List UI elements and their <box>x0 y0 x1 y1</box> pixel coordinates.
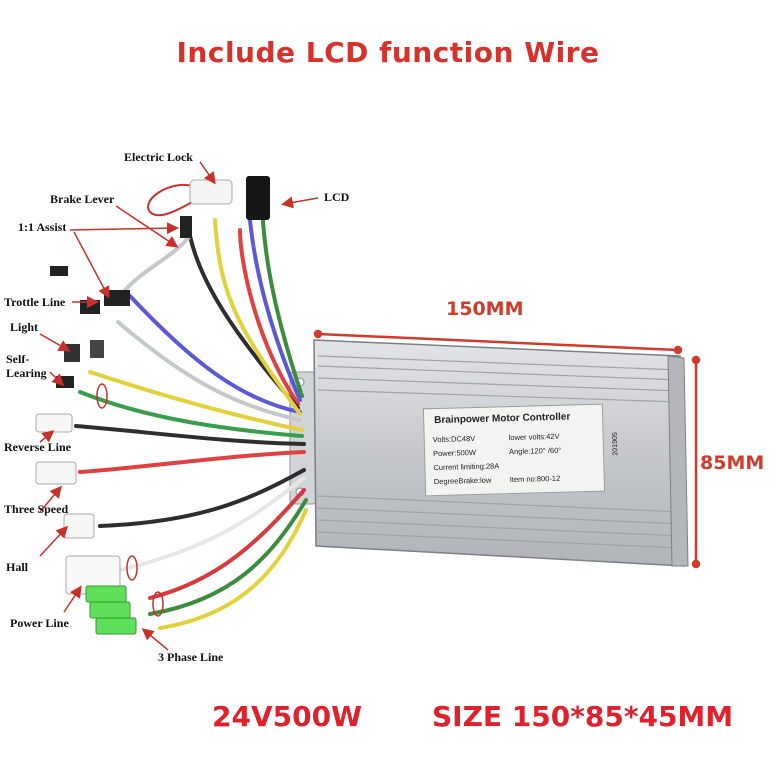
label-phase-line: 3 Phase Line <box>158 650 224 664</box>
light-connector <box>64 344 80 362</box>
electric-lock-loop <box>147 183 197 217</box>
plate-item: Item no:800-12 <box>509 473 561 485</box>
plate-title: Brainpower Motor Controller <box>434 411 571 427</box>
plate-code: 201905 <box>611 432 619 456</box>
plate-volts: Volts:DC48V <box>432 434 476 445</box>
label-three-speed: Three Speed <box>4 502 69 516</box>
footer-size: SIZE 150*85*45MM <box>432 700 734 733</box>
width-dimension-label: 150MM <box>446 298 524 320</box>
phase-connector-1 <box>85 585 127 603</box>
plate-lower-volts: lower volts:42V <box>508 431 560 443</box>
wire-bundle <box>74 188 308 630</box>
reverse-connector <box>35 413 73 433</box>
page-title: Include LCD function Wire <box>176 36 600 69</box>
brake-connector <box>104 290 130 306</box>
width-dimension-line <box>313 329 683 355</box>
label-reverse-line: Reverse Line <box>4 440 71 454</box>
three-speed-connector <box>35 461 77 485</box>
plate-angle: Angle:120° /60° <box>508 445 562 457</box>
lock-connector <box>189 179 233 205</box>
label-throttle-line: Trottle Line <box>4 295 66 309</box>
label-self-learning: Self-Learing <box>6 352 47 380</box>
label-assist: 1:1 Assist <box>18 220 67 234</box>
label-lcd: LCD <box>324 190 350 204</box>
height-dimension-line <box>691 355 701 569</box>
label-brake-lever: Brake Lever <box>50 192 115 206</box>
plate-current: Current limiting:28A <box>433 461 500 473</box>
phase-connector-2 <box>89 601 131 619</box>
label-hall: Hall <box>6 560 29 574</box>
self-learning-connector <box>56 376 74 388</box>
footer-power-rating: 24V500W <box>212 700 362 733</box>
phase-connector-3 <box>95 617 137 635</box>
assist-connector <box>180 216 192 238</box>
lcd-connector <box>246 176 270 220</box>
label-light: Light <box>10 320 39 334</box>
plate-brake: DegreeBrake:low <box>433 475 492 487</box>
height-dimension-label: 85MM <box>700 452 765 474</box>
label-power-line: Power Line <box>10 616 69 630</box>
connectors <box>35 176 270 635</box>
controller-nameplate: Brainpower Motor Controller Volts:DC48V … <box>422 403 619 497</box>
callout-arrows <box>39 161 319 651</box>
label-electric-lock: Electric Lock <box>124 150 193 164</box>
plate-power: Power:500W <box>432 447 477 459</box>
